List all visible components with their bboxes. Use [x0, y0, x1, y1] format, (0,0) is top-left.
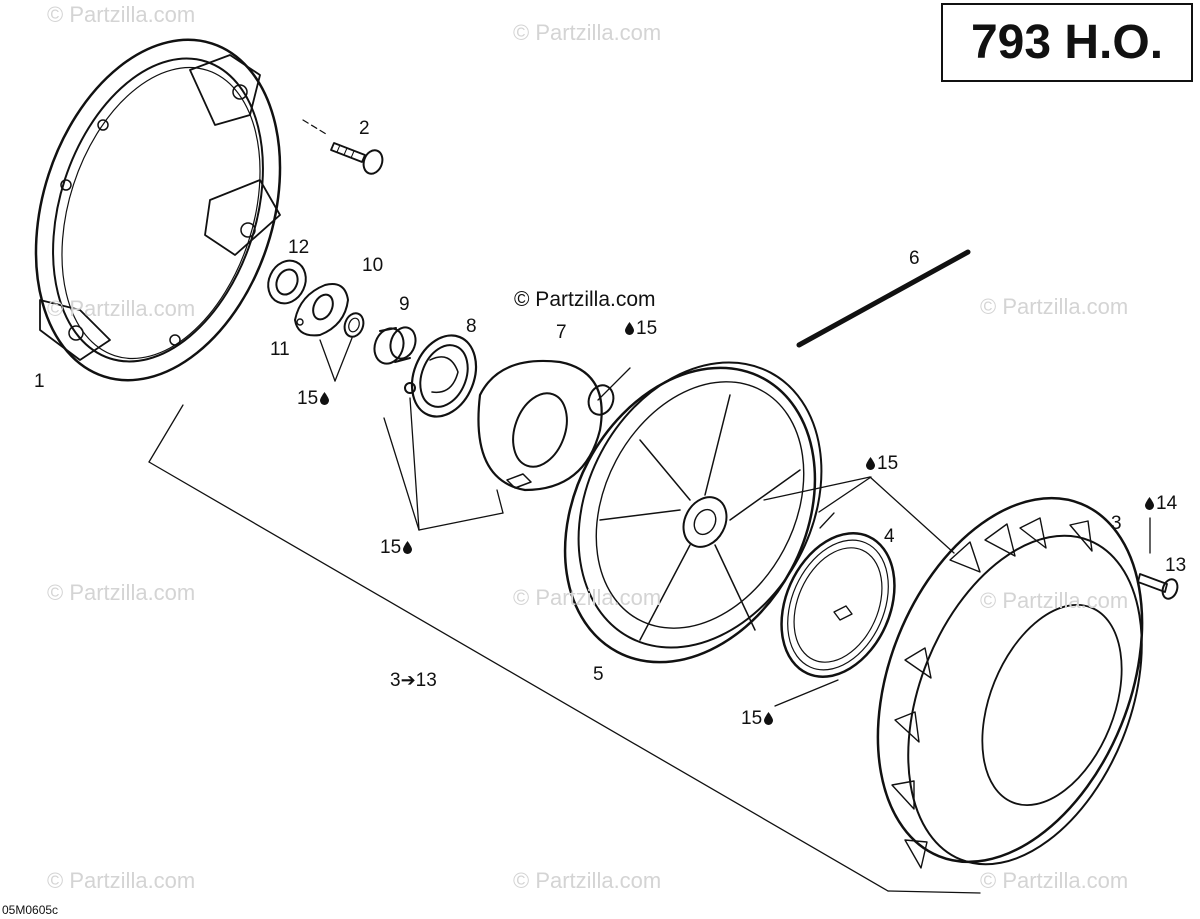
oil-drop-icon — [625, 322, 634, 335]
callout-15-spring: 15 — [741, 708, 774, 729]
oil-drop-icon — [403, 541, 413, 554]
watermark: © Partzilla.com — [513, 585, 662, 610]
callout-11: 11 — [270, 339, 290, 360]
watermark: © Partzilla.com — [513, 868, 662, 893]
diagram-reference-code: 05M0605c — [2, 903, 59, 917]
range-callout: 3➔13 — [390, 671, 437, 690]
watermark: © Partzilla.com — [513, 20, 662, 45]
model-label: 793 H.O. — [970, 16, 1164, 69]
callout-2: 2 — [359, 118, 370, 139]
part-8-spring-plate — [404, 334, 478, 418]
callout-1: 1 — [34, 371, 45, 392]
callout-number: 15 — [877, 453, 899, 474]
part-3-starter-cover — [876, 496, 1144, 869]
part-5-rope-pulley — [563, 361, 823, 664]
part-10-ring — [343, 312, 365, 338]
oil-drop-icon — [764, 712, 774, 725]
part-2-bolt — [330, 142, 384, 175]
callout-15-cam-plate: 15 — [297, 388, 330, 409]
callout-3: 3 — [1111, 513, 1122, 534]
callout-4: 4 — [884, 526, 895, 547]
part-13-bolt — [1137, 573, 1179, 600]
callout-12: 12 — [288, 237, 310, 258]
callout-number: 15 — [741, 708, 763, 729]
callout-15-spring-plate: 15 — [380, 537, 413, 558]
part-9-bushing — [373, 326, 417, 365]
watermark: © Partzilla.com — [47, 580, 196, 605]
watermark: © Partzilla.com — [980, 294, 1129, 319]
part-7-friction-plate — [477, 359, 615, 492]
oil-drop-icon — [1145, 497, 1154, 510]
part-12-washer — [267, 259, 307, 305]
assembly-range-line — [148, 404, 981, 894]
oil-drop-icon — [320, 392, 330, 405]
callout-6: 6 — [909, 248, 920, 269]
callout-15-pawl: 15 — [625, 319, 657, 338]
part-11-cam-plate — [294, 283, 349, 337]
range-to: 13 — [415, 670, 437, 691]
part-4-recoil-spring — [780, 532, 896, 678]
range-from: 3 — [390, 670, 401, 691]
callout-9: 9 — [399, 294, 410, 315]
callout-8: 8 — [466, 316, 477, 337]
callout-14: 14 — [1145, 494, 1177, 513]
callout-number: 15 — [636, 318, 658, 339]
callout-15-pulley: 15 — [866, 454, 898, 473]
watermark: © Partzilla.com — [47, 296, 196, 321]
watermark: © Partzilla.com — [47, 2, 196, 27]
callout-number: 15 — [380, 537, 402, 558]
oil-drop-icon — [866, 457, 875, 470]
part-1-housing-ring — [34, 38, 282, 382]
watermark: © Partzilla.com — [980, 868, 1129, 893]
watermark: © Partzilla.com — [980, 588, 1129, 613]
callout-number: 14 — [1156, 493, 1178, 514]
callout-13: 13 — [1165, 555, 1187, 576]
right-arrow-icon: ➔ — [400, 670, 416, 690]
watermark: © Partzilla.com — [47, 868, 196, 893]
leader-lines — [319, 337, 1151, 707]
part-6-rope — [796, 249, 971, 351]
callout-7: 7 — [556, 322, 567, 343]
center-watermark: © Partzilla.com — [514, 288, 656, 311]
callout-number: 15 — [297, 388, 319, 409]
callout-5: 5 — [593, 664, 604, 685]
callout-10: 10 — [362, 255, 384, 276]
model-label-box: 793 H.O. — [941, 3, 1193, 82]
